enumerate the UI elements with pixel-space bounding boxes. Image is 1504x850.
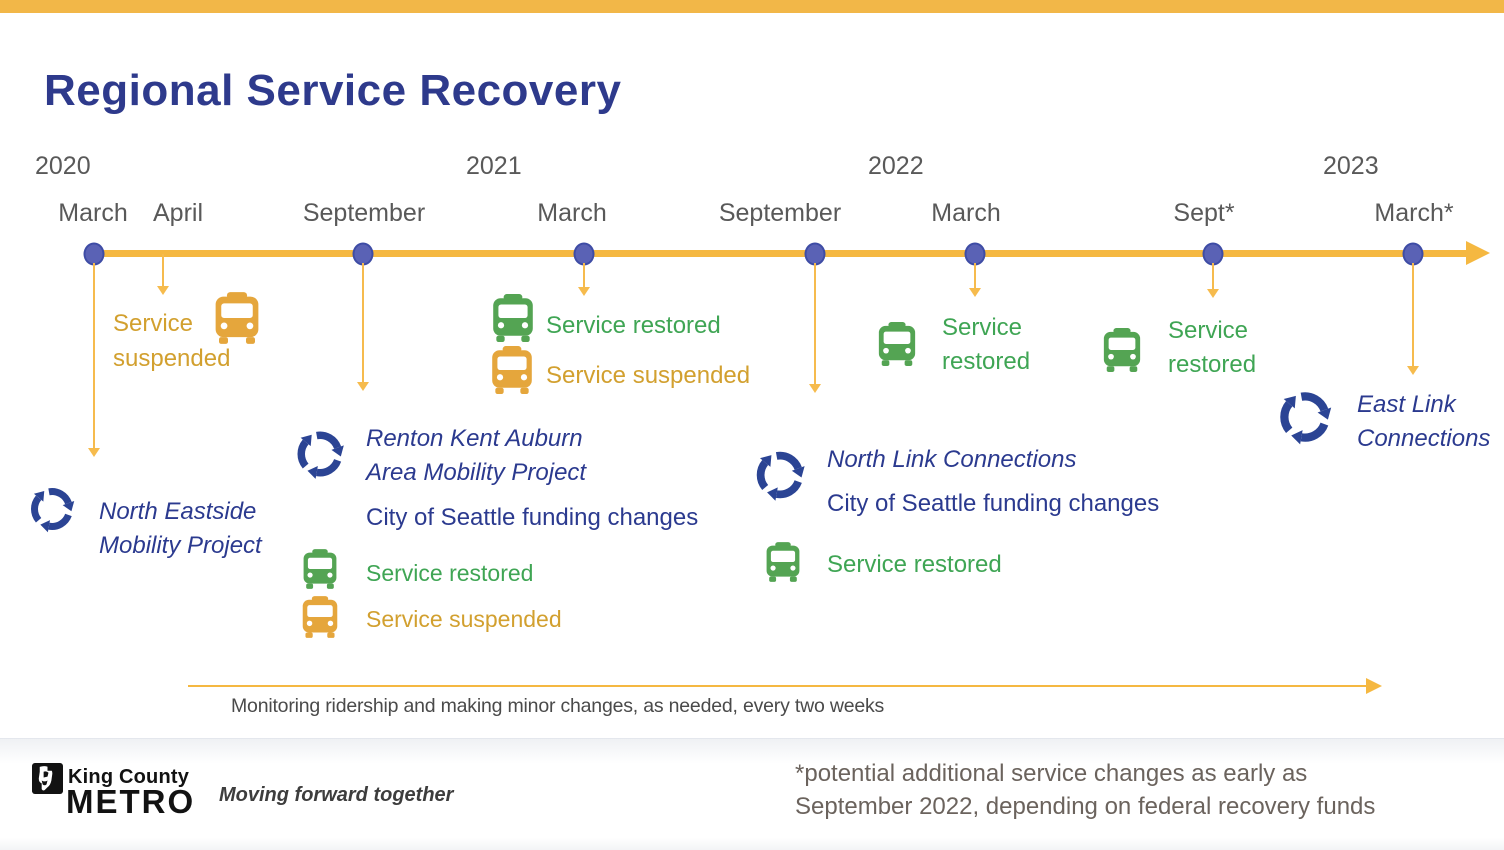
- project-north-link: North Link Connections: [827, 446, 1077, 473]
- connector-september-2020-arrowhead-icon: [357, 382, 369, 391]
- bus-restored-icon: [1101, 325, 1143, 375]
- status-restored-september-2021: Service restored: [827, 551, 1002, 578]
- month-label-september-2021: September: [718, 199, 842, 227]
- monitoring-note: Monitoring ridership and making minor ch…: [231, 695, 885, 717]
- connector-march-2023: [1412, 263, 1414, 366]
- circular-arrows-icon: [749, 444, 811, 506]
- connector-march-2021-arrowhead-icon: [578, 287, 590, 296]
- bus-restored-icon: [301, 548, 339, 590]
- connector-march-2023-arrowhead-icon: [1407, 366, 1419, 375]
- connector-march-2022: [974, 263, 976, 288]
- status-restored-march-2021: Service restored: [546, 312, 721, 339]
- circular-arrows-icon: [24, 481, 80, 537]
- connector-march-2022-arrowhead-icon: [969, 288, 981, 297]
- status-suspended-march-2021: Service suspended: [546, 362, 751, 389]
- month-label-march-2022: March: [931, 199, 1001, 227]
- king-county-logo-icon: [32, 763, 63, 794]
- bus-restored-icon: [876, 318, 918, 370]
- project-north-eastside: North Eastside Mobility Project: [99, 498, 262, 559]
- top-accent-bar: [0, 0, 1504, 13]
- monitoring-arrowhead-icon: [1366, 678, 1382, 694]
- connector-march-2021: [583, 263, 585, 287]
- month-label-march-2021: March: [537, 199, 607, 227]
- status-restored-september-2020: Service restored: [366, 560, 534, 586]
- circular-arrows-icon: [1272, 384, 1338, 450]
- timeline-arrowhead-icon: [1466, 241, 1490, 265]
- timeline-axis: [94, 250, 1472, 257]
- month-label-march-2020: March: [58, 199, 128, 227]
- bus-suspended-icon: [212, 291, 262, 345]
- status-suspended-april-2020: Service suspended: [113, 310, 231, 372]
- circular-arrows-icon: [290, 424, 350, 484]
- project-renton-kent-auburn: Renton Kent Auburn Area Mobility Project: [366, 425, 587, 486]
- bus-suspended-icon: [300, 595, 340, 639]
- footer-bar: [0, 738, 1504, 850]
- connector-april-2020: [162, 254, 164, 286]
- connector-september-2020: [362, 263, 364, 382]
- footer-brand-line1: King County: [68, 766, 190, 788]
- footer-tagline: Moving forward together: [219, 784, 454, 806]
- year-label-2022: 2022: [868, 152, 924, 180]
- bus-suspended-icon: [489, 345, 535, 395]
- month-label-march-2023: March*: [1374, 199, 1454, 227]
- month-label-sept-2022: Sept*: [1173, 199, 1235, 227]
- connector-sept-2022: [1212, 263, 1214, 289]
- bus-restored-icon: [490, 293, 536, 343]
- month-label-april-2020: April: [152, 199, 204, 227]
- footnote: *potential additional service changes as…: [795, 760, 1376, 820]
- bus-restored-icon: [764, 541, 802, 583]
- footer-brand-line2: METRO: [66, 783, 196, 820]
- year-label-2023: 2023: [1323, 152, 1379, 180]
- connector-sept-2022-arrowhead-icon: [1207, 289, 1219, 298]
- year-label-2021: 2021: [466, 152, 522, 180]
- connector-april-2020-arrowhead-icon: [157, 286, 169, 295]
- status-suspended-september-2020: Service suspended: [366, 606, 562, 632]
- month-label-september-2020: September: [302, 199, 426, 227]
- funding-note-2020: City of Seattle funding changes: [366, 504, 699, 531]
- page-title: Regional Service Recovery: [44, 66, 622, 115]
- connector-march-2020-arrowhead-icon: [88, 448, 100, 457]
- status-restored-march-2022: Service restored: [942, 314, 1031, 375]
- monitoring-arrow-line: [188, 685, 1370, 687]
- connector-march-2020: [93, 263, 95, 448]
- connector-september-2021: [814, 263, 816, 384]
- connector-september-2021-arrowhead-icon: [809, 384, 821, 393]
- year-label-2020: 2020: [35, 152, 91, 180]
- funding-note-2021: City of Seattle funding changes: [827, 490, 1160, 517]
- status-restored-sept-2022: Service restored: [1168, 317, 1257, 378]
- project-east-link: East Link Connections: [1357, 391, 1491, 452]
